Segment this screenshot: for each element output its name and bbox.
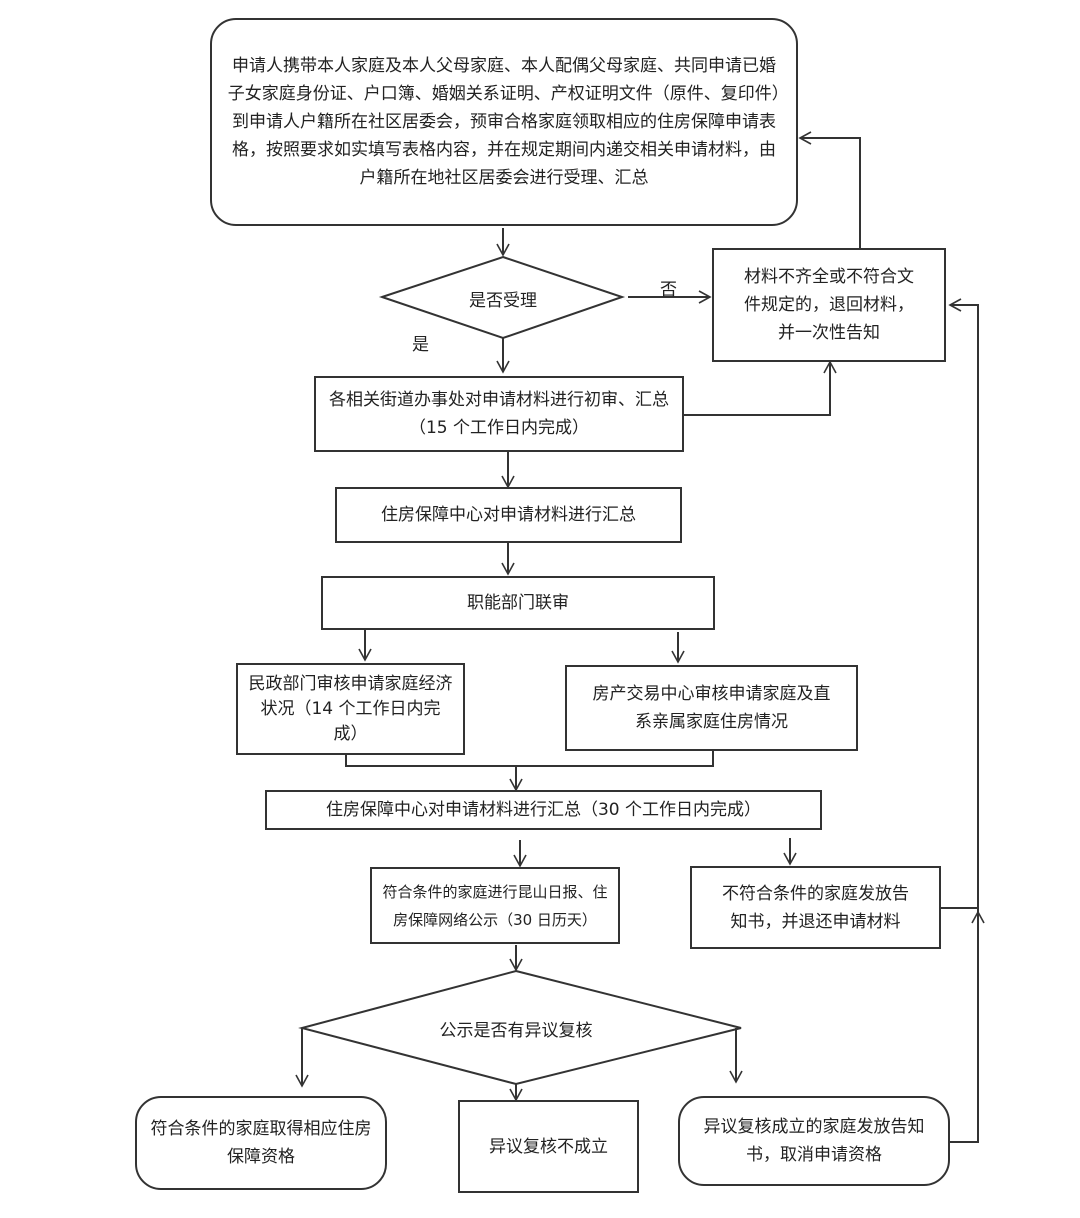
- not-qualified-step: 不符合条件的家庭发放告知书，并退还申请材料: [690, 866, 941, 949]
- edge-label-no: 否: [660, 280, 677, 300]
- housing-trade-step: 房产交易中心审核申请家庭及直系亲属家庭住房情况: [565, 665, 858, 751]
- joint-review-step: 职能部门联审: [321, 576, 715, 630]
- apply-step: 申请人携带本人家庭及本人父母家庭、本人配偶父母家庭、共同申请已婚子女家庭身份证、…: [210, 18, 798, 226]
- arrow-street-to-reject: [683, 360, 837, 416]
- objection-invalid-step: 异议复核不成立: [458, 1100, 639, 1193]
- civil-affairs-step: 民政部门审核申请家庭经济状况（14 个工作日内完成）: [236, 663, 465, 755]
- qualified-result-step: 符合条件的家庭取得相应住房保障资格: [135, 1096, 387, 1190]
- center-summary-step: 住房保障中心对申请材料进行汇总: [335, 487, 682, 543]
- merge-line: [345, 750, 714, 767]
- arrow-reject-to-apply: [798, 131, 861, 248]
- publicity-step: 符合条件的家庭进行昆山日报、住房保障网络公示（30 日历天）: [370, 867, 620, 944]
- objection-valid-step: 异议复核成立的家庭发放告知书，取消申请资格: [678, 1096, 950, 1186]
- edge-label-yes: 是: [412, 335, 429, 355]
- center-summary-30-step: 住房保障中心对申请材料进行汇总（30 个工作日内完成）: [265, 790, 822, 830]
- objection-decision-label: 公示是否有异议复核: [439, 1021, 593, 1041]
- reject-materials-step: 材料不齐全或不符合文件规定的，退回材料，并一次性告知: [712, 248, 946, 362]
- accept-decision-label: 是否受理: [469, 291, 537, 311]
- arrow-return-to-reject: [948, 298, 979, 1143]
- street-review-step: 各相关街道办事处对申请材料进行初审、汇总（15 个工作日内完成）: [314, 376, 684, 452]
